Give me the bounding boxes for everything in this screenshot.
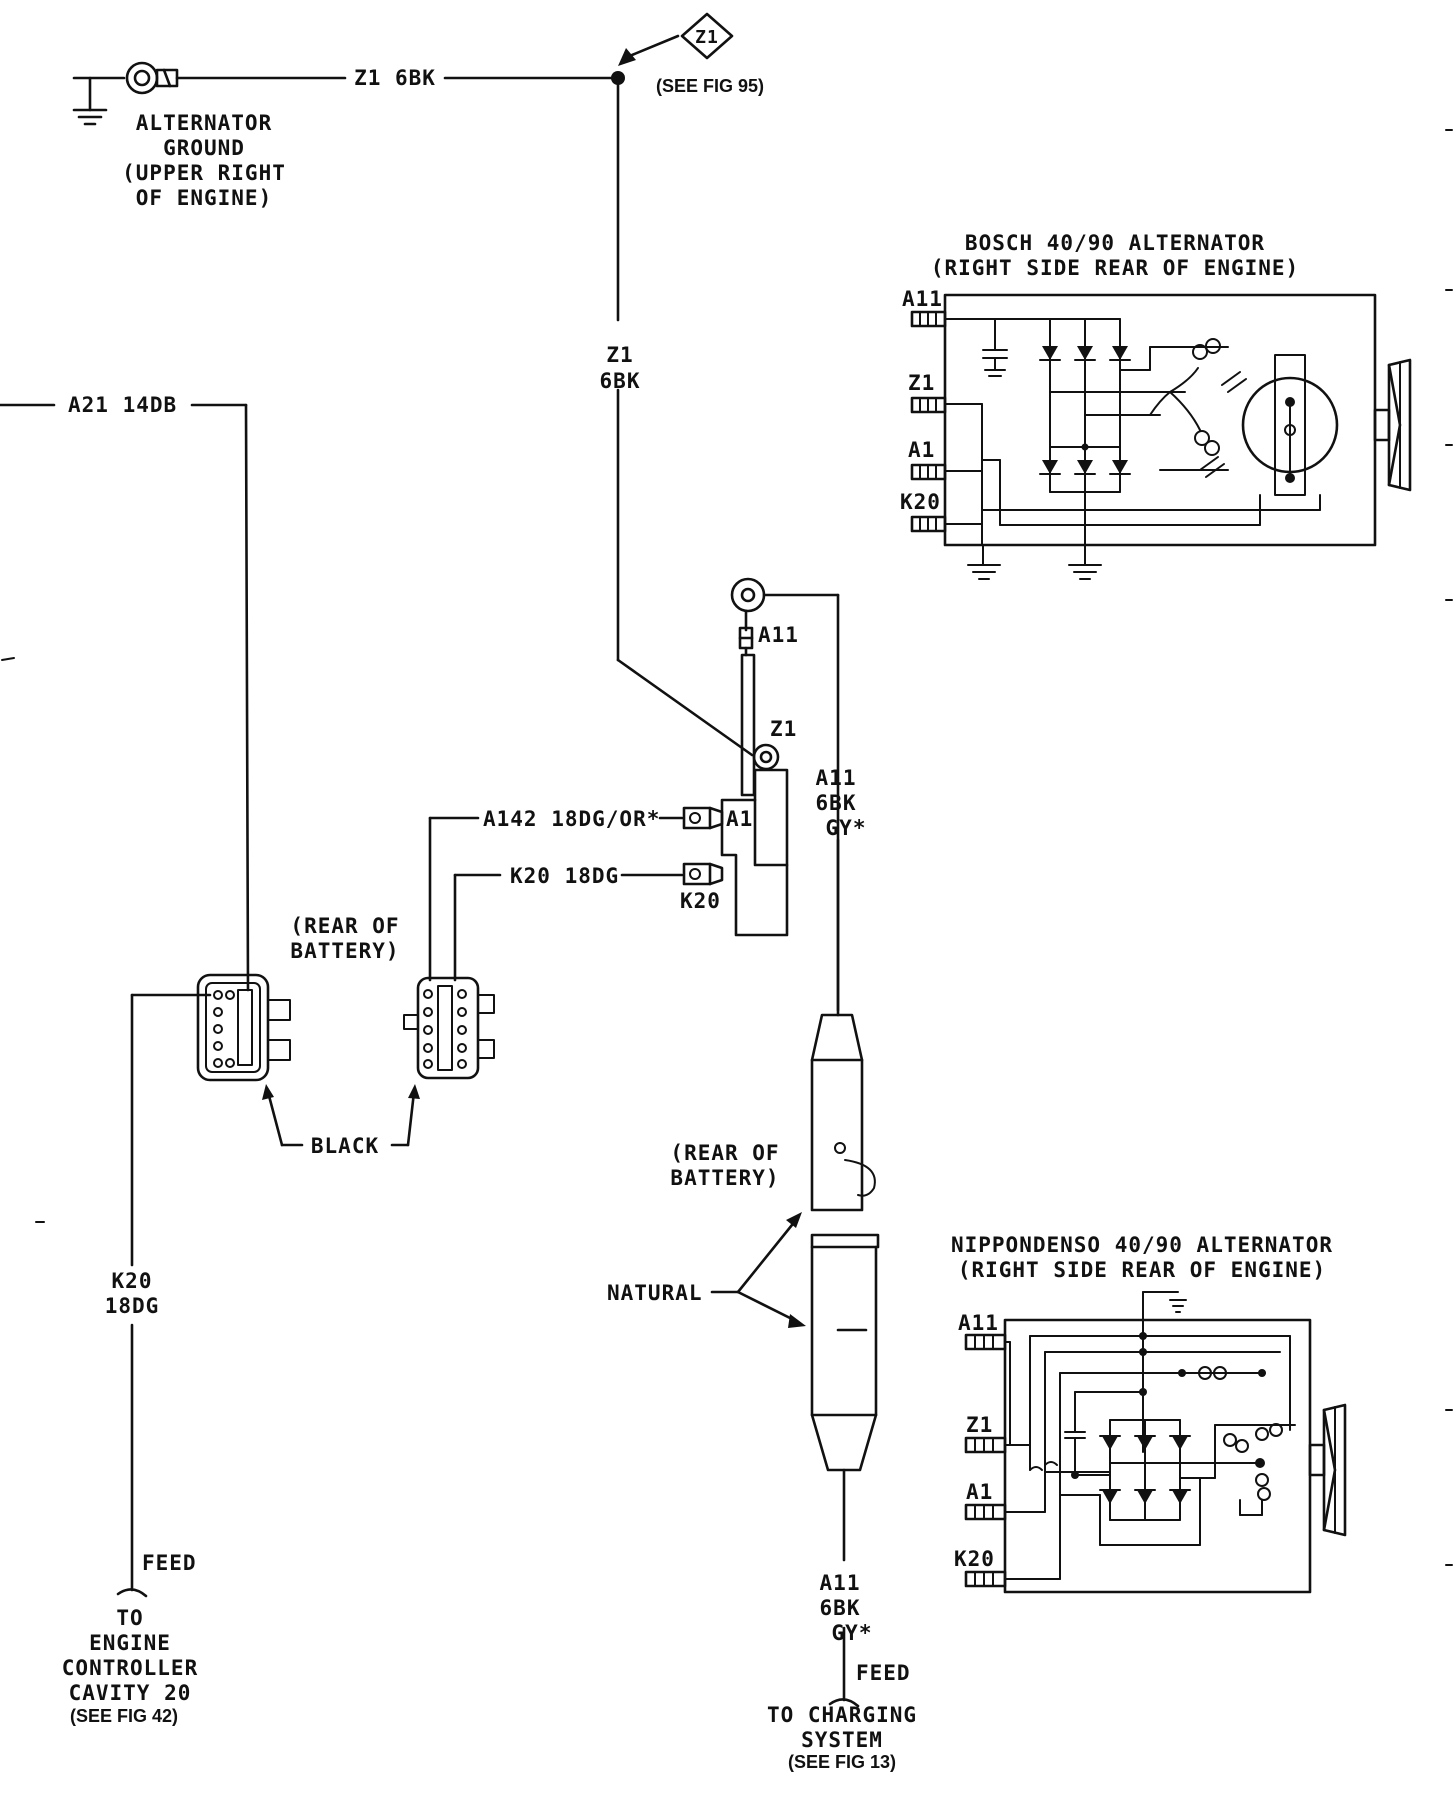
rear-battery-label-2: BATTERY)	[290, 939, 399, 963]
ground-label-4: OF ENGINE)	[136, 186, 272, 210]
a11-lower-label-1: A11	[820, 1571, 861, 1595]
a11-lower-label-2: 6BK	[820, 1596, 861, 1620]
a21-wire	[0, 403, 250, 992]
see-fig-42: (SEE FIG 42)	[70, 1706, 178, 1726]
ground-label-2: GROUND	[163, 136, 245, 160]
ground-label-1: ALTERNATOR	[136, 111, 272, 135]
bosch-pin-z1: Z1	[908, 371, 935, 395]
bosch-pin-a1: A1	[908, 438, 935, 462]
bosch-title-1: BOSCH 40/90 ALTERNATOR	[965, 231, 1265, 255]
tb-k20-label: K20	[680, 889, 721, 913]
natural-label: NATURAL	[607, 1281, 703, 1305]
k20-left-label-1: K20	[112, 1269, 153, 1293]
tb-a1-label: A1	[726, 807, 753, 831]
a11-upper-label-1: A11	[816, 766, 857, 790]
black-pointer	[262, 1084, 420, 1147]
z1-vert-label-1: Z1	[606, 343, 633, 367]
a21-wire-label: A21 14DB	[68, 393, 177, 417]
bosch-title-2: (RIGHT SIDE REAR OF ENGINE)	[931, 256, 1299, 280]
connector-left-a	[196, 973, 291, 1082]
nd-pin-a11: A11	[958, 1311, 999, 1335]
tb-a11-label: A11	[758, 623, 799, 647]
rear-battery-b-label-2: BATTERY)	[670, 1166, 779, 1190]
a11-lower-label-3: GY*	[832, 1621, 873, 1645]
left-feed-label: FEED	[142, 1551, 197, 1575]
nd-pin-k20: K20	[954, 1547, 995, 1571]
nd-pin-a1: A1	[966, 1480, 993, 1504]
right-feed-label: FEED	[856, 1661, 911, 1685]
rear-battery-b-label-1: (REAR OF	[670, 1141, 779, 1165]
natural-pointer	[710, 1212, 806, 1328]
right-dest-1: TO CHARGING	[767, 1703, 917, 1727]
margin-marks	[1, 129, 1453, 1566]
alternator-ground	[72, 61, 620, 126]
bosch-pin-k20: K20	[900, 490, 941, 514]
nd-title-1: NIPPONDENSO 40/90 ALTERNATOR	[951, 1233, 1333, 1257]
nd-pin-z1: Z1	[966, 1413, 993, 1437]
bosch-pin-a11: A11	[902, 287, 943, 311]
left-dest-3: CONTROLLER	[62, 1656, 198, 1680]
rear-battery-label-1: (REAR OF	[290, 914, 399, 938]
z1-vert-label-2: 6BK	[600, 369, 641, 393]
left-dest-1: TO	[116, 1606, 143, 1630]
z1-tag-label: Z1	[695, 27, 719, 48]
k20-top-wire-label: K20 18DG	[510, 864, 619, 888]
ground-label-3: (UPPER RIGHT	[122, 161, 286, 185]
z1-splice	[611, 12, 754, 757]
a142-wire-label: A142 18DG/OR*	[483, 807, 660, 831]
k20-left-wire	[116, 993, 212, 1598]
a142-wire	[428, 816, 684, 982]
a11-upper-label-3: GY*	[826, 816, 867, 840]
z1-top-wire-label: Z1 6BK	[354, 66, 436, 90]
bosch-alternator	[910, 293, 1412, 580]
nd-title-2: (RIGHT SIDE REAR OF ENGINE)	[958, 1258, 1326, 1282]
connector-left-b	[403, 976, 495, 1080]
tb-z1-label: Z1	[770, 717, 797, 741]
inline-connector	[810, 1013, 880, 1708]
see-fig-95: (SEE FIG 95)	[656, 76, 764, 96]
see-fig-13: (SEE FIG 13)	[788, 1752, 896, 1772]
right-dest-2: SYSTEM	[801, 1728, 883, 1752]
k20-left-label-2: 18DG	[105, 1294, 160, 1318]
black-label: BLACK	[311, 1134, 379, 1158]
left-dest-2: ENGINE	[89, 1631, 171, 1655]
a11-upper-label-2: 6BK	[816, 791, 857, 815]
nippondenso-alternator	[964, 1291, 1347, 1594]
left-dest-4: CAVITY 20	[69, 1681, 192, 1705]
